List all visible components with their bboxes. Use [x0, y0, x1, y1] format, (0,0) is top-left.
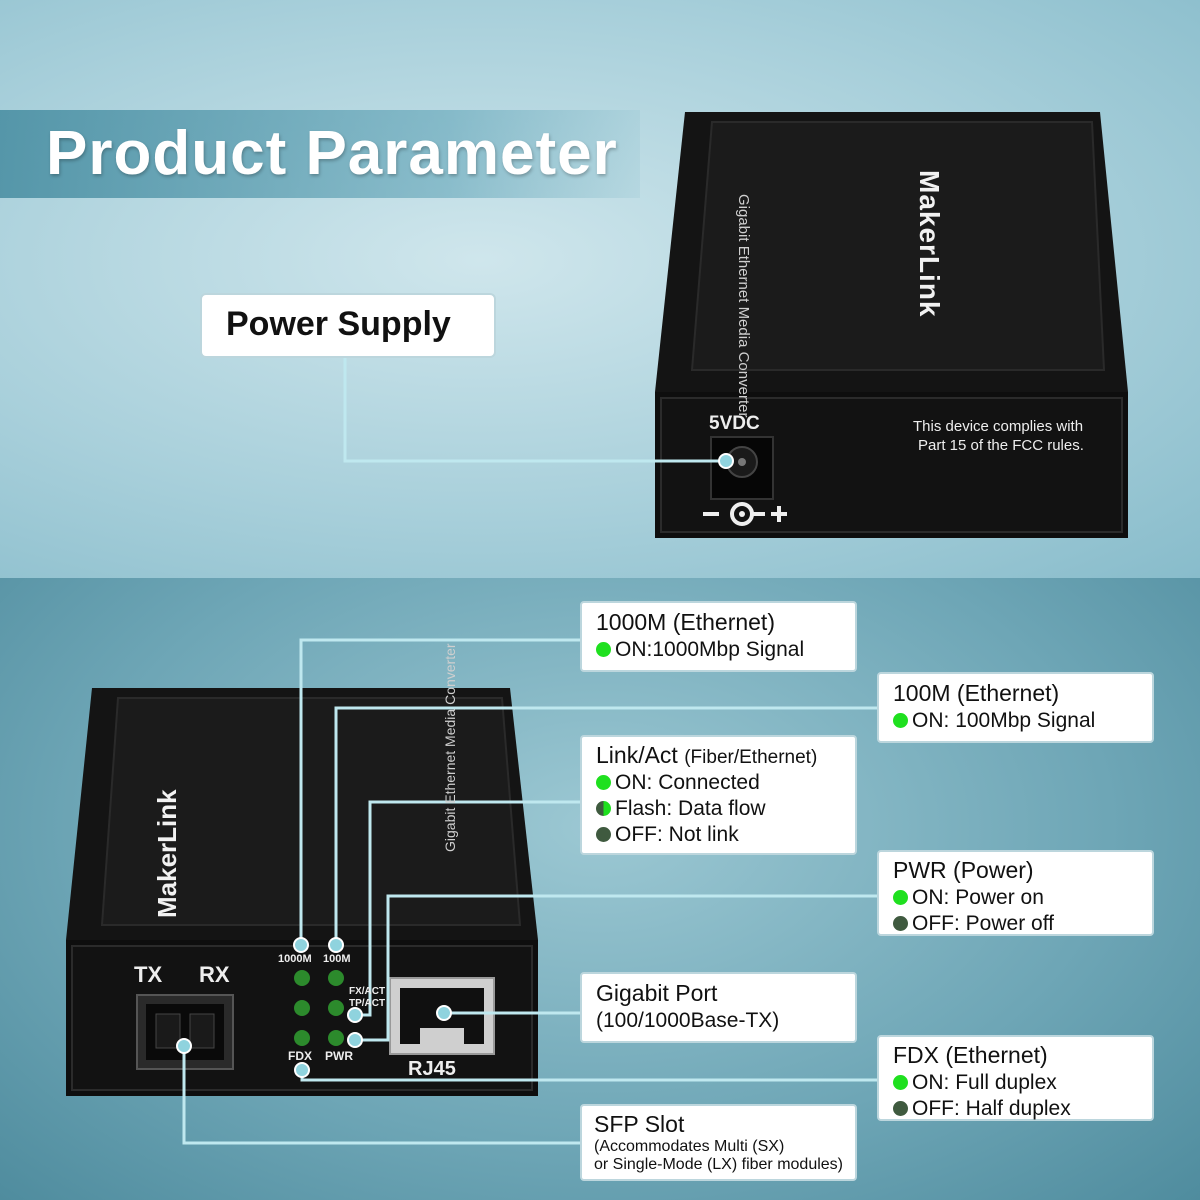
rx-label: RX: [199, 962, 230, 987]
callout-1000m: 1000M (Ethernet) ON:1000Mbp Signal: [580, 601, 857, 672]
callout-link-off: OFF: Not link: [596, 823, 855, 847]
tp-act-label: TP/ACT: [349, 998, 386, 1009]
callout-fdx-on: ON: Full duplex: [893, 1071, 1152, 1095]
callout-sfp-line1: (Accommodates Multi (SX): [594, 1138, 785, 1155]
callout-100m: 100M (Ethernet) ON: 100Mbp Signal: [877, 672, 1154, 743]
led-flash-icon: [596, 801, 611, 816]
callout-gigabit-sub: (100/1000Base-TX): [596, 1009, 780, 1032]
leader-lines: [182, 355, 878, 1145]
callout-gigabit-port: Gigabit Port (100/1000Base-TX): [580, 972, 857, 1043]
led-on-icon: [596, 775, 611, 790]
front-model: Gigabit Ethernet Media Converter: [442, 643, 458, 852]
leader-endpoints: [176, 453, 734, 1078]
top-model: Gigabit Ethernet Media Converter: [735, 194, 752, 418]
callout-1000m-on: ON:1000Mbp Signal: [596, 638, 855, 662]
tx-label: TX: [134, 962, 163, 987]
led-off-icon: [893, 1101, 908, 1116]
callout-pwr-title: PWR (Power): [893, 857, 1034, 883]
callout-pwr-off: OFF: Power off: [893, 912, 1152, 936]
callout-pwr-on: ON: Power on: [893, 886, 1152, 910]
fcc-line-1: This device complies with: [913, 418, 1084, 435]
callout-pwr: PWR (Power) ON: Power on OFF: Power off: [877, 850, 1154, 936]
top-device: [655, 112, 1128, 538]
led-on-icon: [596, 642, 611, 657]
callout-link-act: Link/Act (Fiber/Ethernet) ON: Connected …: [580, 735, 857, 855]
led-off-icon: [893, 916, 908, 931]
callout-link-title: Link/Act (Fiber/Ethernet): [596, 742, 818, 768]
pwr-label: PWR: [325, 1049, 353, 1063]
callout-link-flash: Flash: Data flow: [596, 797, 855, 821]
power-supply-callout: Power Supply: [200, 293, 496, 358]
fx-act-label: FX/ACT: [349, 986, 386, 997]
led-off-icon: [596, 827, 611, 842]
led-1000m-label: 1000M: [278, 953, 312, 965]
front-brand: MakerLink: [152, 789, 182, 918]
dc-label: 5VDC: [709, 413, 760, 434]
callout-link-on: ON: Connected: [596, 771, 855, 795]
callout-100m-title: 100M (Ethernet): [893, 680, 1060, 706]
callout-100m-on: ON: 100Mbp Signal: [893, 709, 1152, 733]
led-on-icon: [893, 890, 908, 905]
callout-sfp-line2: or Single-Mode (LX) fiber modules): [594, 1156, 843, 1173]
power-supply-label: Power Supply: [226, 305, 451, 343]
rj45-label: RJ45: [408, 1058, 456, 1080]
led-on-icon: [893, 713, 908, 728]
callout-gigabit-title: Gigabit Port: [596, 980, 718, 1006]
top-brand: MakerLink: [914, 170, 945, 318]
callout-sfp-title: SFP Slot: [594, 1111, 685, 1137]
led-on-icon: [893, 1075, 908, 1090]
callout-fdx: FDX (Ethernet) ON: Full duplex OFF: Half…: [877, 1035, 1154, 1121]
title-band: [0, 110, 640, 198]
callout-sfp-slot: SFP Slot (Accommodates Multi (SX) or Sin…: [580, 1104, 857, 1181]
callout-fdx-off: OFF: Half duplex: [893, 1097, 1152, 1121]
fcc-line-2: Part 15 of the FCC rules.: [918, 437, 1084, 454]
callout-fdx-title: FDX (Ethernet): [893, 1042, 1048, 1068]
callout-1000m-title: 1000M (Ethernet): [596, 609, 775, 635]
led-100m-label: 100M: [323, 953, 351, 965]
page-title: Product Parameter: [46, 119, 618, 188]
fdx-label: FDX: [288, 1049, 312, 1063]
